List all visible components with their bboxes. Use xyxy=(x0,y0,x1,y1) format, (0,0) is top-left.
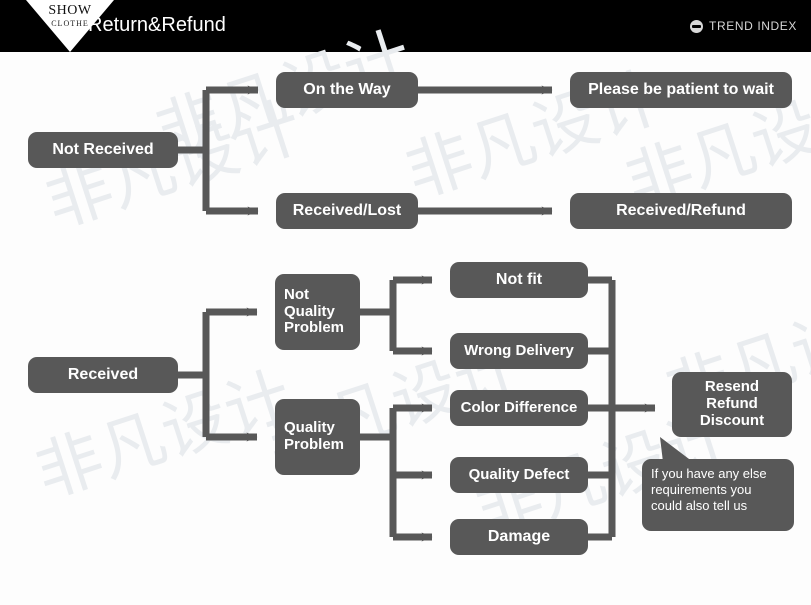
flow-node-received[interactable]: Received xyxy=(28,357,178,393)
page-header: SHOW CLOTHE Return&Refund TREND INDEX xyxy=(0,0,811,52)
connector-layer xyxy=(178,85,656,542)
connectors-received xyxy=(178,275,656,542)
flow-node-quality-defect[interactable]: Quality Defect xyxy=(450,457,588,493)
logo-primary-text: SHOW xyxy=(48,3,92,18)
extra-requirements-callout: If you have any else requirements you co… xyxy=(642,459,794,531)
flow-node-color-difference[interactable]: Color Difference xyxy=(450,390,588,426)
globe-icon xyxy=(690,19,704,33)
triangle-logo-icon xyxy=(26,0,114,52)
flow-node-not-quality[interactable]: Not Quality Problem xyxy=(275,274,360,350)
connectors-not-received xyxy=(178,85,553,216)
trend-index-label: TREND INDEX xyxy=(709,19,797,33)
flow-node-not-received[interactable]: Not Received xyxy=(28,132,178,168)
flow-node-wrong-delivery[interactable]: Wrong Delivery xyxy=(450,333,588,369)
flow-node-received-refund[interactable]: Received/Refund xyxy=(570,193,792,229)
flow-node-quality-problem[interactable]: Quality Problem xyxy=(275,399,360,475)
trend-index-badge: TREND INDEX xyxy=(690,19,797,33)
flow-node-resend-refund[interactable]: Resend Refund Discount xyxy=(672,372,792,437)
page-title: Return&Refund xyxy=(88,14,226,36)
flowchart-canvas: 非凡设计非凡设计非凡设计非凡设计非凡设计非凡设计非凡设计非凡设计 xyxy=(0,18,811,605)
brand-logo: SHOW CLOTHE xyxy=(26,0,114,52)
flow-node-received-lost[interactable]: Received/Lost xyxy=(276,193,418,229)
flow-node-on-the-way[interactable]: On the Way xyxy=(276,72,418,108)
flow-node-damage[interactable]: Damage xyxy=(450,519,588,555)
flow-node-please-wait[interactable]: Please be patient to wait xyxy=(570,72,792,108)
flow-node-not-fit[interactable]: Not fit xyxy=(450,262,588,298)
logo-secondary-text: CLOTHE xyxy=(51,19,89,28)
